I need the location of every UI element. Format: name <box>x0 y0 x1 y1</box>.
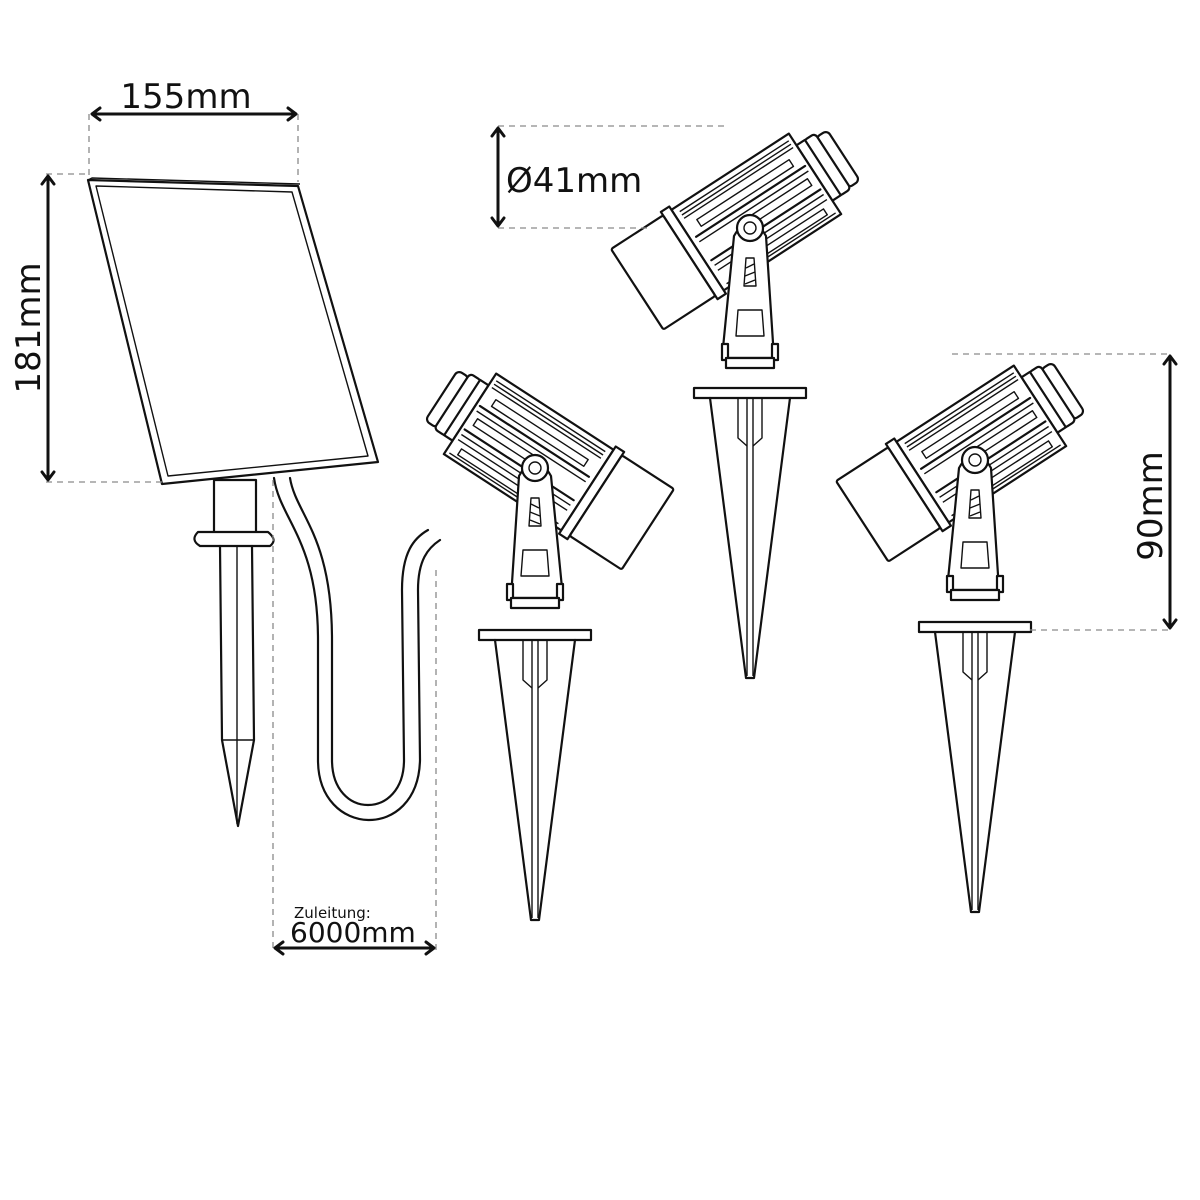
dimension-panel-width: 155mm <box>88 77 299 182</box>
dimension-lamp-height: 90mm <box>952 353 1178 631</box>
spotlight-right <box>832 342 1098 914</box>
cable-length-label: 6000mm <box>290 916 416 949</box>
panel-height-label: 181mm <box>9 262 49 393</box>
dimension-lamp-diameter: Ø41mm <box>490 125 728 229</box>
panel-ground-stake <box>193 478 275 828</box>
spotlight-back <box>607 110 873 680</box>
solar-panel <box>86 177 380 486</box>
dimension-panel-height: 181mm <box>9 173 165 483</box>
lamp-height-label: 90mm <box>1131 451 1171 561</box>
cable-caption: Zuleitung: <box>294 904 371 922</box>
panel-width-label: 155mm <box>120 77 251 117</box>
dimension-cable-length: Zuleitung: 6000mm <box>272 480 437 956</box>
connection-cable <box>272 476 442 821</box>
spotlight-front <box>412 350 678 922</box>
lamp-diameter-label: Ø41mm <box>506 161 642 201</box>
